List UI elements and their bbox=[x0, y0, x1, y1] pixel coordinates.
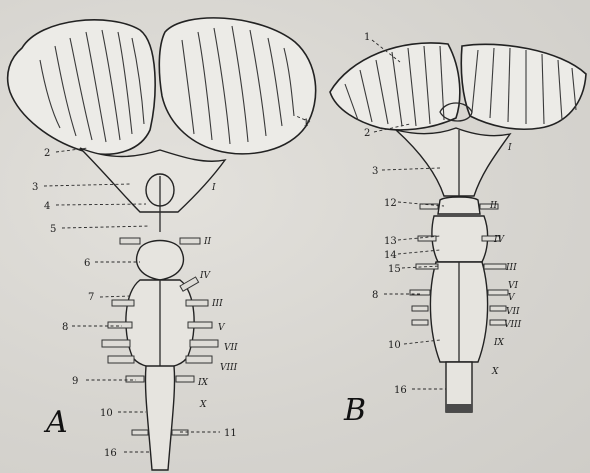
b-nerve-IV: IV bbox=[493, 235, 506, 245]
figure-b: 1 2 3 12 13 14 15 8 10 16 I II IV III VI… bbox=[330, 32, 586, 428]
b-label-2: 2 bbox=[364, 128, 370, 139]
b-diencephalon bbox=[396, 128, 510, 196]
a-nerve-X: X bbox=[199, 400, 207, 410]
panel-letter-a: A bbox=[43, 405, 68, 440]
a-label-8: 8 bbox=[62, 322, 68, 333]
a-label-6: 6 bbox=[84, 258, 90, 269]
b-nerve-VI: VI bbox=[508, 281, 518, 291]
b-nerve-IX: IX bbox=[493, 338, 505, 348]
b-label-13: 13 bbox=[384, 236, 397, 247]
b-label-10: 10 bbox=[388, 340, 401, 351]
panel-letter-b: B bbox=[343, 393, 366, 428]
a-label-7: 7 bbox=[88, 292, 94, 303]
a-nerve-II: II bbox=[203, 237, 212, 247]
b-nerve-V: V bbox=[508, 293, 516, 303]
figure-a: 1 2 3 4 5 6 7 8 9 10 11 16 I II IV III V… bbox=[8, 18, 316, 470]
b-label-8: 8 bbox=[372, 290, 378, 301]
a-label-3: 3 bbox=[32, 182, 38, 193]
a-label-2: 2 bbox=[44, 148, 50, 159]
a-label-10: 10 bbox=[100, 408, 113, 419]
a-label-4: 4 bbox=[44, 201, 50, 212]
b-optic-region bbox=[438, 197, 480, 214]
a-spinal-cord bbox=[145, 366, 174, 470]
b-label-15: 15 bbox=[388, 264, 401, 275]
b-midbrain bbox=[432, 216, 488, 262]
a-nerve-VII: VII bbox=[224, 343, 238, 353]
b-label-12: 12 bbox=[384, 198, 397, 209]
b-nerve-II: II bbox=[489, 201, 498, 211]
b-nerve-I: I bbox=[507, 143, 512, 153]
a-right-hemisphere bbox=[159, 18, 315, 154]
b-label-14: 14 bbox=[384, 250, 397, 261]
a-label-1: 1 bbox=[303, 118, 309, 129]
a-label-16: 16 bbox=[104, 448, 117, 459]
a-nerve-IX: IX bbox=[197, 378, 209, 388]
b-nerve-X: X bbox=[491, 367, 499, 377]
a-nerve-V: V bbox=[218, 323, 226, 333]
a-nerve-III: III bbox=[211, 299, 223, 309]
b-right-hemisphere bbox=[461, 44, 586, 129]
a-nerve-VIII: VIII bbox=[220, 363, 238, 373]
b-nerve-VIII: VIII bbox=[504, 320, 522, 330]
a-left-hemisphere bbox=[8, 20, 155, 154]
a-optic-lobes bbox=[137, 241, 184, 281]
a-label-9: 9 bbox=[72, 376, 78, 387]
b-cord-cut bbox=[446, 404, 472, 412]
b-label-16: 16 bbox=[394, 385, 407, 396]
b-label-1: 1 bbox=[364, 32, 370, 43]
b-nerve-III: III bbox=[505, 263, 517, 273]
a-label-11: 11 bbox=[224, 428, 237, 439]
b-nerve-VII: VII bbox=[506, 307, 520, 317]
a-label-5: 5 bbox=[50, 224, 56, 235]
a-nerve-IV: IV bbox=[199, 271, 212, 281]
a-nerve-I: I bbox=[211, 183, 216, 193]
b-label-3: 3 bbox=[372, 166, 378, 177]
